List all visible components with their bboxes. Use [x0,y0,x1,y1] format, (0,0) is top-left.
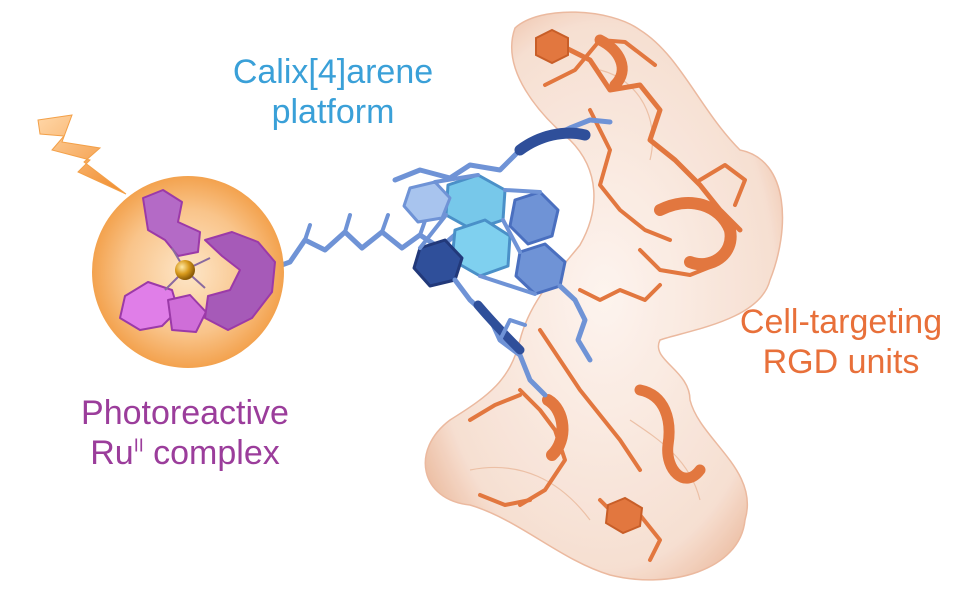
rgd-label-line2: RGD units [762,343,920,381]
lightning-bolt-icon [37,114,127,195]
calixarene-label: Calix[4]arene platform [198,52,468,132]
calixarene-structure [265,117,613,398]
ru-ligands [119,189,276,333]
ru-metal-center [175,260,195,280]
rgd-rings [535,28,644,535]
ru-complex-word: complex [143,434,280,472]
rgd-label: Cell-targeting RGD units [706,302,968,382]
ru-symbol: Ru [90,434,134,472]
ru-oxidation-state: II [133,435,144,456]
calixarene-label-line1: Calix[4]arene [232,53,434,91]
ru-complex-label-line2: RuII complex [20,433,350,473]
ru-complex-label: Photoreactive RuII complex [20,393,350,473]
ru-complex [92,176,284,368]
calixarene-label-line2: platform [271,93,395,131]
rgd-label-line1: Cell-targeting [739,303,943,341]
ru-complex-label-line1: Photoreactive [81,394,289,432]
